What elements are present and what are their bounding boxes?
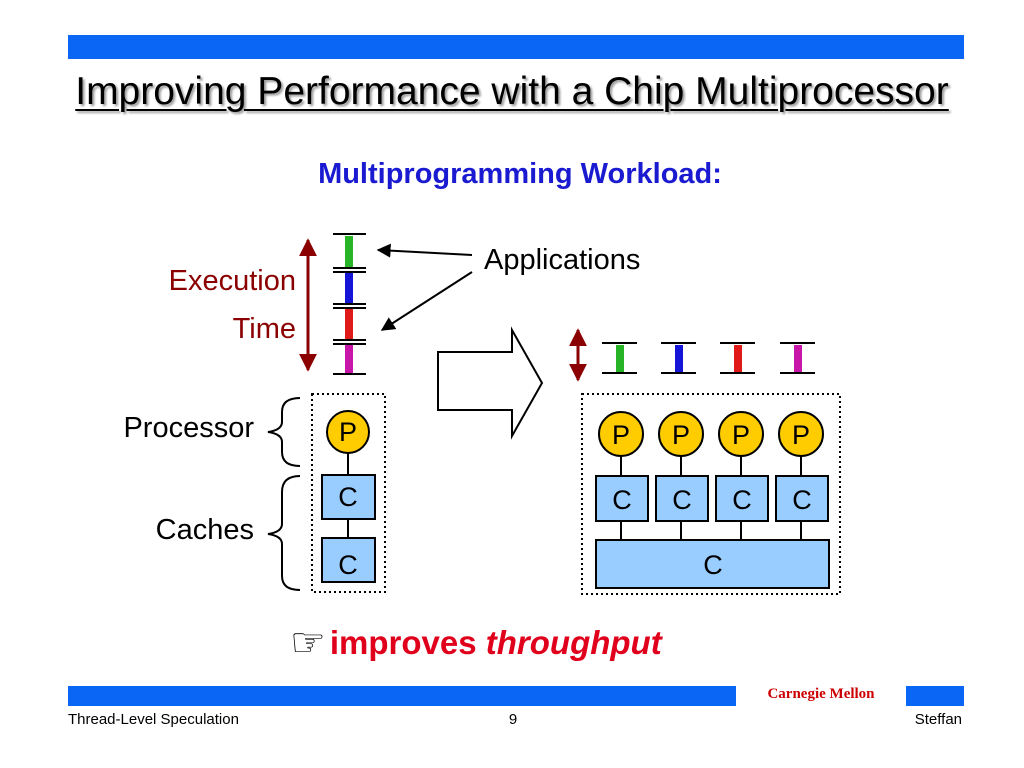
- sequential-applications: [333, 233, 366, 375]
- app-block-magenta: [345, 345, 353, 373]
- result-text: improves throughput: [330, 624, 662, 661]
- footer-topic: Thread-Level Speculation: [68, 711, 239, 728]
- caches-bracket: [267, 475, 301, 591]
- result-statement: ☞improves throughput: [290, 620, 662, 666]
- processor-label: P: [792, 420, 810, 450]
- processor-label: P: [732, 420, 750, 450]
- processor-axis-label: Processor: [123, 412, 254, 444]
- result-verb: improves: [329, 624, 486, 661]
- time-label: Time: [232, 313, 296, 345]
- multi-core-chip-outline: [581, 393, 841, 595]
- shared-cache: C: [595, 539, 830, 589]
- app-block-green: [345, 236, 353, 267]
- core-cache-1: C: [595, 475, 649, 522]
- processor-bracket: [267, 397, 301, 467]
- core-cache-3: C: [715, 475, 769, 522]
- cache-label: C: [792, 485, 812, 515]
- single-cache-l1: C: [321, 474, 376, 520]
- cache-label: C: [338, 482, 358, 512]
- parallel-app-green: [616, 345, 624, 372]
- processor-label: P: [612, 420, 630, 450]
- single-processor: P: [326, 410, 370, 454]
- execution-label: Execution: [168, 265, 296, 297]
- caches-axis-label: Caches: [155, 514, 254, 546]
- cache-label: C: [672, 485, 692, 515]
- parallel-applications: [602, 342, 815, 374]
- core-processor-1: P: [598, 411, 644, 457]
- single-cache-l2: C: [321, 537, 376, 583]
- single-core-chip-outline: [311, 393, 386, 593]
- app-block-red: [345, 309, 353, 339]
- processor-label: P: [672, 420, 690, 450]
- top-accent-bar: [68, 35, 964, 59]
- core-cache-2: C: [655, 475, 709, 522]
- processor-label: P: [339, 417, 357, 447]
- applications-label: Applications: [484, 244, 641, 276]
- institution-name: Carnegie Mellon: [767, 686, 875, 702]
- applications-pointer-arrow: [380, 271, 473, 331]
- core-cache-4: C: [775, 475, 829, 522]
- bottom-accent-bar-right: [906, 686, 964, 706]
- slide-subtitle: Multiprogramming Workload:: [318, 158, 722, 190]
- footer-author: Steffan: [914, 711, 962, 728]
- transformation-arrow: [437, 326, 544, 440]
- parallel-app-blue: [675, 345, 683, 372]
- core-processor-2: P: [658, 411, 704, 457]
- applications-pointer-arrow: [376, 243, 473, 258]
- pointing-hand-icon: ☞: [290, 621, 326, 665]
- cache-label: C: [732, 485, 752, 515]
- cache-label: C: [338, 550, 358, 580]
- bottom-accent-bar: [68, 686, 736, 706]
- core-processor-3: P: [718, 411, 764, 457]
- parallel-app-magenta: [794, 345, 802, 372]
- app-block-blue: [345, 273, 353, 303]
- page-number: 9: [508, 711, 518, 728]
- parallel-app-red: [734, 345, 742, 372]
- cache-label: C: [703, 550, 723, 580]
- result-emphasis: throughput: [485, 624, 662, 661]
- slide-title: Improving Performance with a Chip Multip…: [75, 70, 949, 113]
- cache-label: C: [612, 485, 632, 515]
- core-processor-4: P: [778, 411, 824, 457]
